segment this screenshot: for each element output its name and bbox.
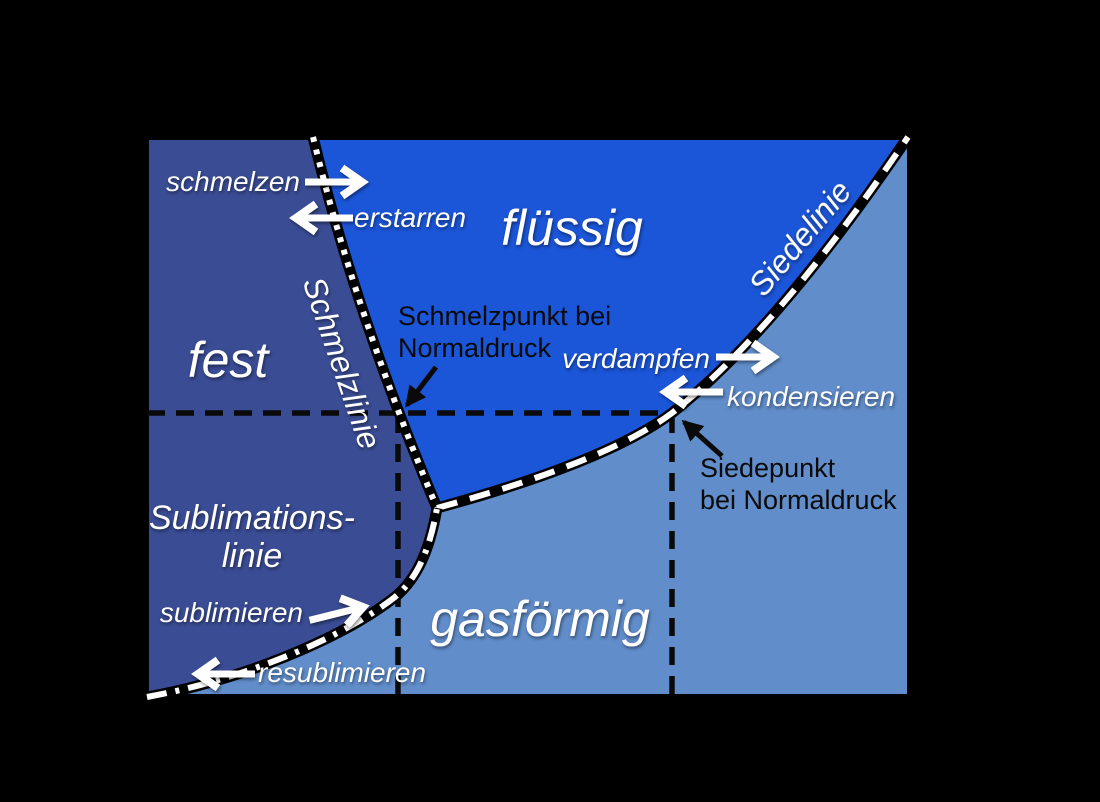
plot-frame <box>143 134 913 700</box>
boiling-point-annotation-arrow-icon <box>681 419 724 458</box>
condense-left-arrow-icon <box>659 374 723 410</box>
vaporization-transition-label: verdampfen <box>562 343 710 374</box>
melting-point-annotation-arrow-icon <box>405 365 438 408</box>
melting-transition-label: schmelzen <box>166 166 300 197</box>
melting-point-annotation-line1: Schmelzpunkt bei <box>398 301 611 331</box>
desublime-left-arrow-icon <box>191 656 255 692</box>
condensation-transition-label: kondensieren <box>727 381 895 412</box>
sublimation-line-label-top: Sublimations- <box>149 499 355 537</box>
gas-region-label: gasförmig <box>430 591 650 647</box>
boiling-point-annotation-line1: Siedepunkt <box>700 453 836 483</box>
freezing-transition-label: erstarren <box>354 202 466 233</box>
deposition-transition-label: resublimieren <box>258 657 426 688</box>
region-solid <box>146 137 437 697</box>
sublimation-line-label-bottom: linie <box>222 537 282 575</box>
melting-point-annotation-line2: Normaldruck <box>398 333 552 363</box>
vaporize-right-arrow-icon <box>716 339 780 375</box>
liquid-region-label: flüssig <box>501 200 643 256</box>
boiling-line <box>435 133 913 514</box>
melt-right-arrow-icon <box>305 164 369 200</box>
region-liquid <box>313 137 908 508</box>
sublime-right-arrow-icon <box>308 594 370 629</box>
sublimation-line <box>146 507 443 703</box>
boiling-point-annotation-line2: bei Normaldruck <box>700 485 897 515</box>
solid-region-label: fest <box>188 332 271 388</box>
sublimation-transition-label: sublimieren <box>160 597 303 628</box>
freeze-left-arrow-icon <box>289 200 353 236</box>
